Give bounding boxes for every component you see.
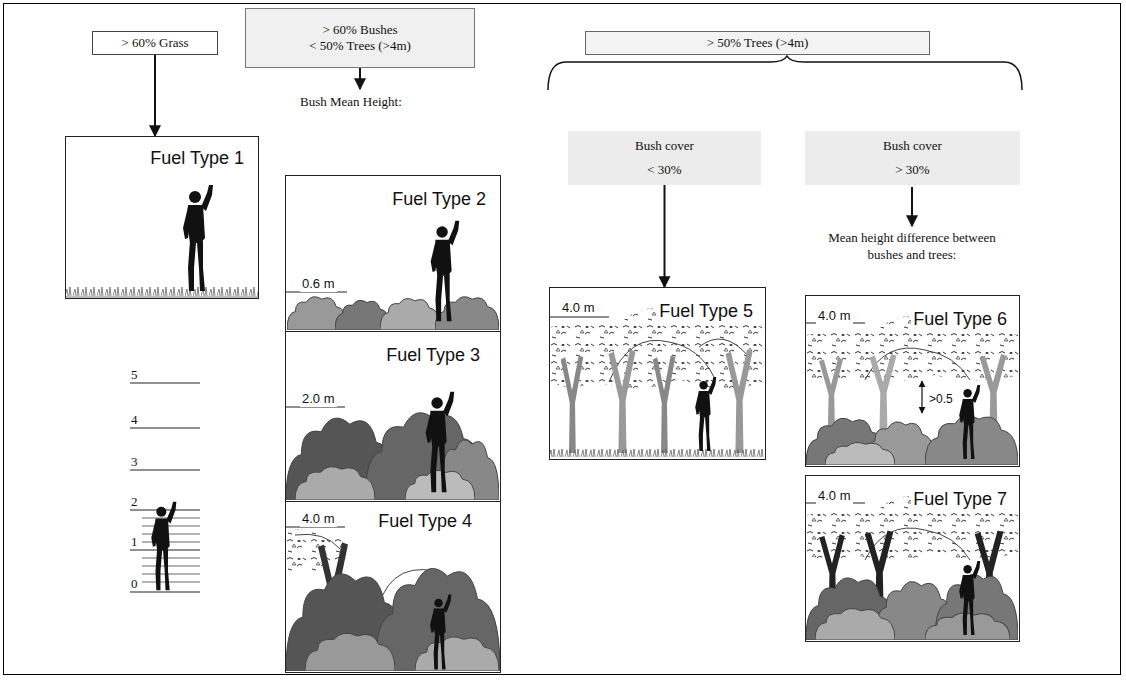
dimension-label: 4.0 m xyxy=(300,511,337,527)
fuel-type-panel: Fuel Type 5 4.0 m xyxy=(549,287,766,460)
fuel-type-panel: Fuel Type 7 4.0 m xyxy=(805,475,1020,642)
panel-title: Fuel Type 2 xyxy=(390,188,488,210)
scale-number: 0 xyxy=(131,577,138,591)
box-text: Bush cover xyxy=(883,138,942,154)
fuel-type-panel: Fuel Type 6 4.0 m >0.5 xyxy=(805,295,1020,467)
dimension-label: 4.0 m xyxy=(560,300,597,316)
box-text: Bush cover xyxy=(635,138,694,154)
fuel-type-panel: Fuel Type 3 2.0 m xyxy=(285,331,501,502)
arrow-connector xyxy=(664,185,666,287)
panel-title: Fuel Type 1 xyxy=(148,147,246,169)
height-scale xyxy=(130,383,200,592)
scale-number: 5 xyxy=(131,368,138,382)
panel-title: Fuel Type 3 xyxy=(384,344,482,366)
dimension-label: 0.6 m xyxy=(300,276,337,292)
layered-forest-scene xyxy=(805,317,1018,466)
dimension-label: 4.0 m xyxy=(816,488,853,504)
shrub-tree-scene xyxy=(285,527,500,671)
category-box: > 50% Trees (>4m) xyxy=(585,31,930,55)
scale-number: 4 xyxy=(131,413,138,427)
low-bush-scene xyxy=(285,221,499,330)
open-forest-scene xyxy=(549,309,765,459)
box-text: > 60% Bushes xyxy=(322,22,397,38)
box-text: > 60% Grass xyxy=(121,35,188,51)
category-box: > 60% Grass xyxy=(92,31,218,55)
dimension-label: >0.5 xyxy=(927,392,955,406)
tall-bush-scene xyxy=(285,392,499,500)
condition-box: Bush cover < 30% xyxy=(568,131,761,185)
panel-title: Fuel Type 5 xyxy=(657,300,755,322)
scale-number: 3 xyxy=(131,455,138,469)
box-text: < 50% Trees (>4m) xyxy=(309,38,411,54)
box-text: > 50% Trees (>4m) xyxy=(707,35,809,51)
fuel-type-panel: Fuel Type 1 xyxy=(65,136,259,299)
dense-forest-scene xyxy=(805,497,1018,641)
condition-box: Bush cover > 30% xyxy=(805,131,1020,185)
scale-number: 2 xyxy=(131,495,138,509)
scale-number: 1 xyxy=(131,535,138,549)
category-box: > 60% Bushes< 50% Trees (>4m) xyxy=(245,8,475,68)
dimension-label: 4.0 m xyxy=(816,308,853,324)
arrow-connector xyxy=(154,55,156,136)
fuel-type-panel: Fuel Type 2 0.6 m xyxy=(285,175,501,332)
dimension-label: 2.0 m xyxy=(300,391,337,407)
fuel-type-panel: Fuel Type 4 4.0 m xyxy=(285,501,501,673)
grass-scene xyxy=(66,185,258,297)
panel-title: Fuel Type 6 xyxy=(911,308,1009,330)
brace xyxy=(548,56,1022,90)
panel-title: Fuel Type 4 xyxy=(376,510,474,532)
note-label: Mean height difference between bushes an… xyxy=(826,229,998,263)
box-text: > 30% xyxy=(895,162,929,178)
panel-title: Fuel Type 7 xyxy=(911,488,1009,510)
box-text: < 30% xyxy=(647,162,681,178)
note-label: Bush Mean Height: xyxy=(300,93,402,110)
